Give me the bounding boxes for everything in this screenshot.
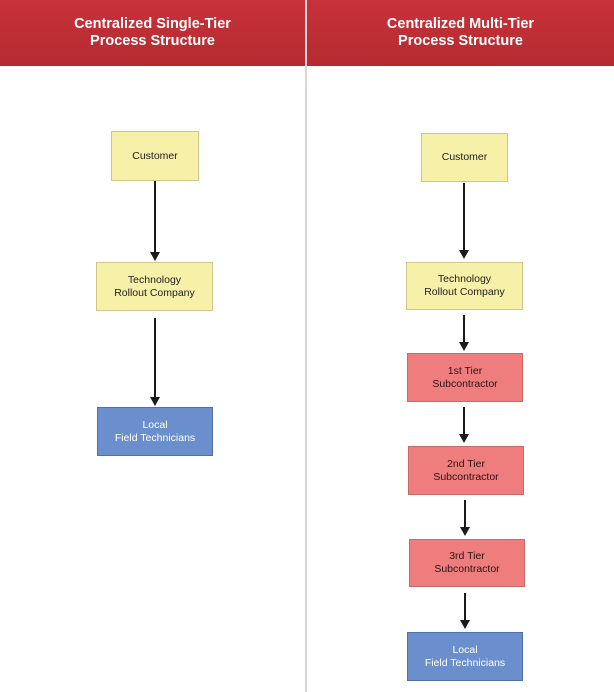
right-arrow-rollout-to-tier1 (459, 315, 469, 351)
right-customer-node: Customer (421, 133, 508, 182)
left-rollout-node: Technology Rollout Company (96, 262, 213, 311)
right-arrow-tier3-to-technicians (460, 593, 470, 629)
right-arrow-tier1-to-tier2 (459, 407, 469, 443)
header-bar (0, 0, 614, 66)
right-tier1-node: 1st Tier Subcontractor (407, 353, 523, 402)
right-rollout-node: Technology Rollout Company (406, 262, 523, 310)
right-technicians-node: Local Field Technicians (407, 632, 523, 681)
left-column-title: Centralized Single-Tier Process Structur… (74, 16, 231, 49)
right-tier3-node: 3rd Tier Subcontractor (409, 539, 525, 587)
right-arrow-customer-to-rollout (459, 183, 469, 259)
left-customer-node: Customer (111, 131, 199, 181)
right-column-title: Centralized Multi-Tier Process Structure (386, 16, 535, 49)
left-technicians-node: Local Field Technicians (97, 407, 213, 456)
right-tier2-node: 2nd Tier Subcontractor (408, 446, 524, 495)
left-arrow-rollout-to-technicians (150, 318, 160, 406)
column-divider (305, 0, 307, 692)
right-arrow-tier2-to-tier3 (460, 500, 470, 536)
left-arrow-customer-to-rollout (150, 181, 160, 261)
